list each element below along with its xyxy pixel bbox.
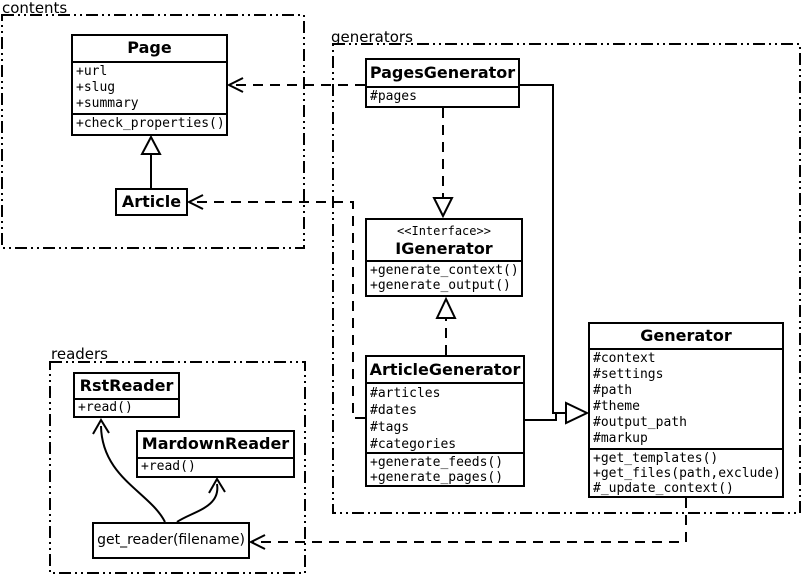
function-box-get-reader: get_reader(filename): [92, 522, 250, 559]
class-name: Article: [121, 192, 182, 211]
methods-compartment: +read(): [75, 398, 178, 416]
dependency-arrow-pagesgenerator-to-page: [226, 77, 365, 93]
curved-arrow-getreader-to-mardownreader: [176, 477, 226, 523]
dependency-arrow-generator-to-getreader: [248, 498, 687, 550]
package-border-readers: [49, 361, 306, 574]
open-arrowhead-icon: [92, 418, 110, 435]
attribute-row: #context: [593, 351, 656, 366]
method-row: +generate_output(): [370, 278, 511, 293]
class-name: IGenerator: [395, 239, 493, 258]
connector-line: [520, 84, 566, 414]
class-name: ArticleGenerator: [369, 360, 521, 379]
stereotype-label: <<Interface>>: [397, 224, 491, 238]
hollow-triangle-icon: [435, 296, 457, 319]
attribute-row: #markup: [593, 431, 648, 446]
function-name: get_reader(filename): [97, 532, 245, 548]
interface-title-block: <<Interface>> IGenerator: [367, 220, 521, 260]
class-name: PagesGenerator: [369, 63, 516, 82]
method-row: +generate_pages(): [370, 470, 504, 485]
attributes-compartment: +url +slug +summary: [73, 61, 226, 113]
curved-arrow-getreader-to-rstreader: [92, 418, 166, 523]
method-row: +read(): [78, 400, 133, 415]
method-row: +get_templates(): [593, 451, 719, 466]
class-box-articlegenerator: ArticleGenerator #articles #dates #tags …: [365, 355, 525, 487]
class-name: RstReader: [79, 376, 174, 395]
method-row: +check_properties(): [76, 116, 225, 131]
connector-line: [253, 498, 687, 543]
class-name: MardownReader: [141, 434, 290, 453]
attribute-row: +slug: [76, 80, 116, 95]
attribute-row: #settings: [593, 367, 664, 382]
package-label-generators: generators: [331, 28, 413, 46]
open-arrowhead-icon: [248, 534, 266, 550]
open-arrowhead-icon: [208, 477, 226, 494]
method-row: +generate_context(): [370, 263, 519, 278]
attribute-row: #pages: [370, 89, 417, 104]
attribute-row: #output_path: [593, 415, 687, 430]
attribute-row: #categories: [370, 437, 457, 452]
methods-compartment: +generate_context() +generate_output(): [367, 260, 521, 295]
class-box-page: Page +url +slug +summary +check_properti…: [71, 34, 228, 136]
class-box-article: Article: [115, 188, 188, 216]
open-arrowhead-icon: [186, 194, 204, 210]
hollow-triangle-icon: [565, 401, 590, 425]
methods-compartment: +read(): [138, 457, 293, 476]
package-border-contents: [1, 14, 305, 249]
class-box-mardownreader: MardownReader +read(): [136, 430, 295, 478]
attribute-row: +url: [76, 64, 108, 79]
attribute-row: #dates: [370, 403, 417, 418]
attribute-row: +summary: [76, 96, 139, 111]
attribute-row: #path: [593, 383, 633, 398]
method-row: +read(): [141, 459, 196, 474]
class-box-rstreader: RstReader +read(): [73, 372, 180, 418]
open-arrowhead-icon: [226, 77, 244, 93]
attributes-compartment: #articles #dates #tags #categories: [367, 382, 523, 452]
class-box-igenerator: <<Interface>> IGenerator +generate_conte…: [365, 218, 523, 297]
package-label-contents: contents: [2, 0, 68, 17]
inheritance-arrow-article-to-page: [140, 134, 162, 188]
attributes-compartment: #context #settings #path #theme #output_…: [590, 348, 782, 448]
realization-arrow-pagesgenerator-to-igenerator: [432, 108, 454, 219]
class-name: Generator: [640, 326, 732, 345]
hollow-triangle-icon: [140, 134, 162, 155]
package-label-readers: readers: [51, 345, 108, 363]
methods-compartment: +generate_feeds() +generate_pages(): [367, 452, 523, 485]
class-box-generator: Generator #context #settings #path #them…: [588, 322, 784, 498]
attribute-row: #tags: [370, 420, 410, 435]
connector-line: [176, 483, 219, 523]
attribute-row: #theme: [593, 399, 640, 414]
attribute-row: #articles: [370, 386, 441, 401]
dependency-arrow-articlegenerator-to-article: [186, 194, 365, 419]
attributes-compartment: #pages: [367, 86, 518, 106]
connector-line: [191, 201, 365, 419]
inheritance-line-articlegenerator-to-generator: [525, 412, 557, 421]
methods-compartment: +check_properties(): [73, 113, 226, 134]
realization-arrow-articlegenerator-to-igenerator: [435, 296, 457, 355]
method-row: #_update_context(): [593, 481, 734, 496]
method-row: +generate_feeds(): [370, 455, 504, 470]
inheritance-arrow-pagesgenerator-to-generator: [520, 84, 590, 425]
connector-line: [100, 425, 166, 523]
method-row: +get_files(path,exclude): [593, 466, 781, 481]
methods-compartment: +get_templates() +get_files(path,exclude…: [590, 448, 782, 496]
class-name: Page: [127, 38, 172, 57]
hollow-triangle-icon: [432, 197, 454, 219]
package-border-generators: [332, 43, 801, 514]
class-box-pagesgenerator: PagesGenerator #pages: [365, 58, 520, 108]
